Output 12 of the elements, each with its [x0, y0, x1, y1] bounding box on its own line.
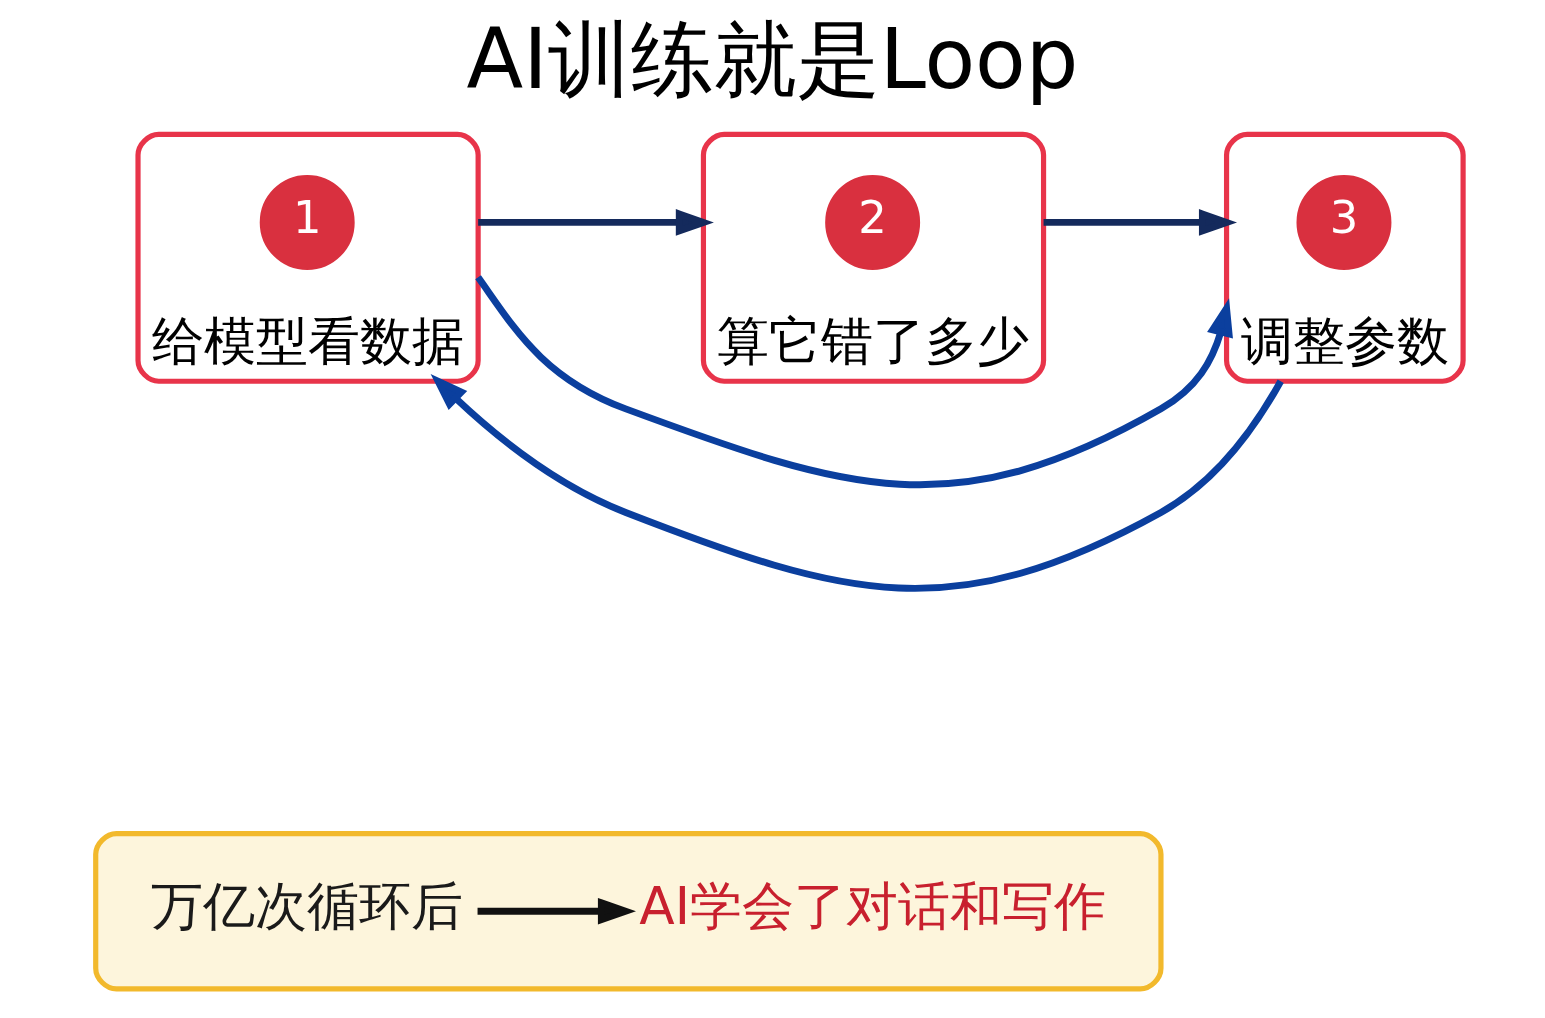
arrow: [1043, 209, 1238, 236]
cluster: [93, 831, 1164, 992]
arrow: [477, 897, 636, 925]
node-circle: 2: [825, 174, 921, 270]
arrow: [430, 373, 1284, 592]
node-circle: 1: [259, 174, 355, 270]
node-text: 万亿次循环后: [151, 876, 464, 937]
arrow: [478, 209, 714, 236]
arrow: [475, 275, 1233, 488]
node-circle: 3: [1296, 174, 1392, 270]
diagram-title: AI训练就是Loop: [466, 11, 1079, 109]
node-text: AI学会了对话和写作: [639, 876, 1106, 937]
